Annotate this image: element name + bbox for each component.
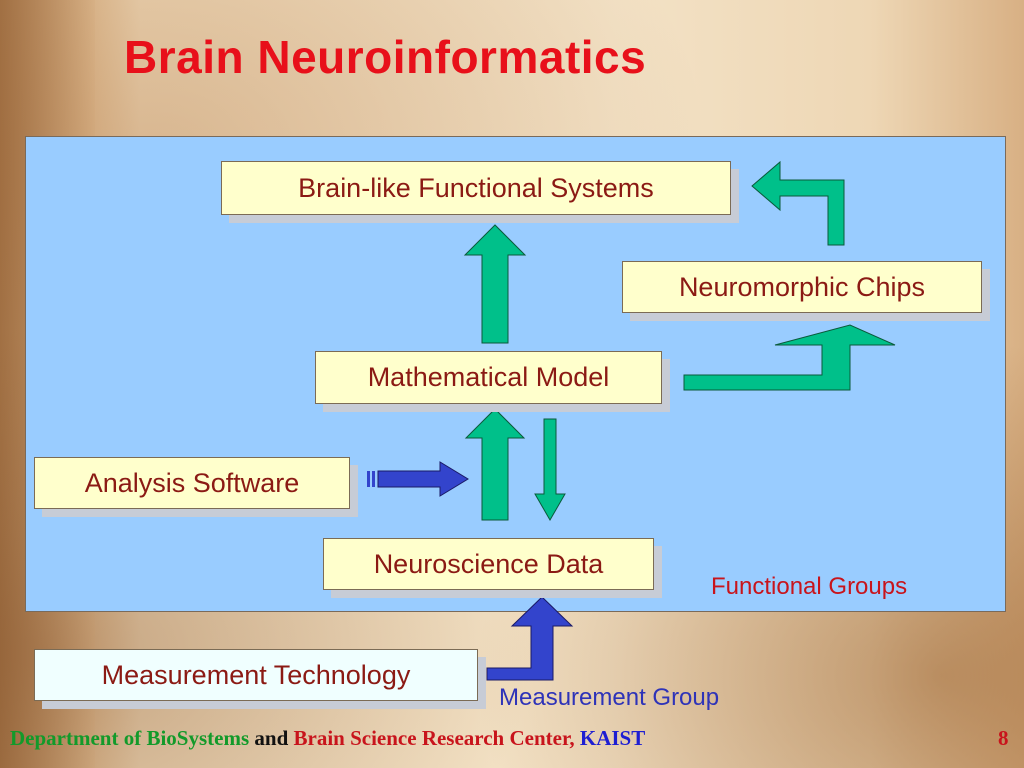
measurement-technology-box: Measurement Technology [34,649,478,701]
footer-dept: Department of BioSystems [10,726,250,750]
footer-credits: Department of BioSystems and Brain Scien… [10,726,645,751]
box-label: Neuroscience Data [373,548,604,579]
page-number: 8 [998,726,1009,750]
box-label: Mathematical Model [367,362,610,392]
slide-title: Brain Neuroinformatics [124,31,647,83]
measurement-group-label: Measurement Group [499,684,720,711]
down-arrow-icon [534,418,566,522]
box-label: Measurement Technology [101,659,411,690]
box-label: Neuromorphic Chips [678,271,926,302]
analysis-software-box: Analysis Software [34,457,350,509]
functional-groups-label: Functional Groups [711,573,908,600]
box-label: Brain-like Functional Systems [298,172,654,203]
brain-like-functional-systems-box: Brain-like Functional Systems [221,161,731,215]
footer-and: and [249,726,294,750]
up-arrow-icon [464,408,526,521]
box-label: Analysis Software [84,467,300,498]
bent-arrow-icon [486,596,574,681]
footer-kaist: KAIST [579,726,646,750]
neuromorphic-chips-box: Neuromorphic Chips [622,261,982,313]
mathematical-model-box: Mathematical Model [315,351,662,404]
footer-center: Brain Science Research Center, [293,726,580,750]
up-arrow-icon [463,224,527,344]
neuroscience-data-box: Neuroscience Data [323,538,654,590]
bent-arrow-icon [751,160,845,246]
bent-arrow-icon [683,324,896,391]
right-arrow-icon [367,461,469,497]
